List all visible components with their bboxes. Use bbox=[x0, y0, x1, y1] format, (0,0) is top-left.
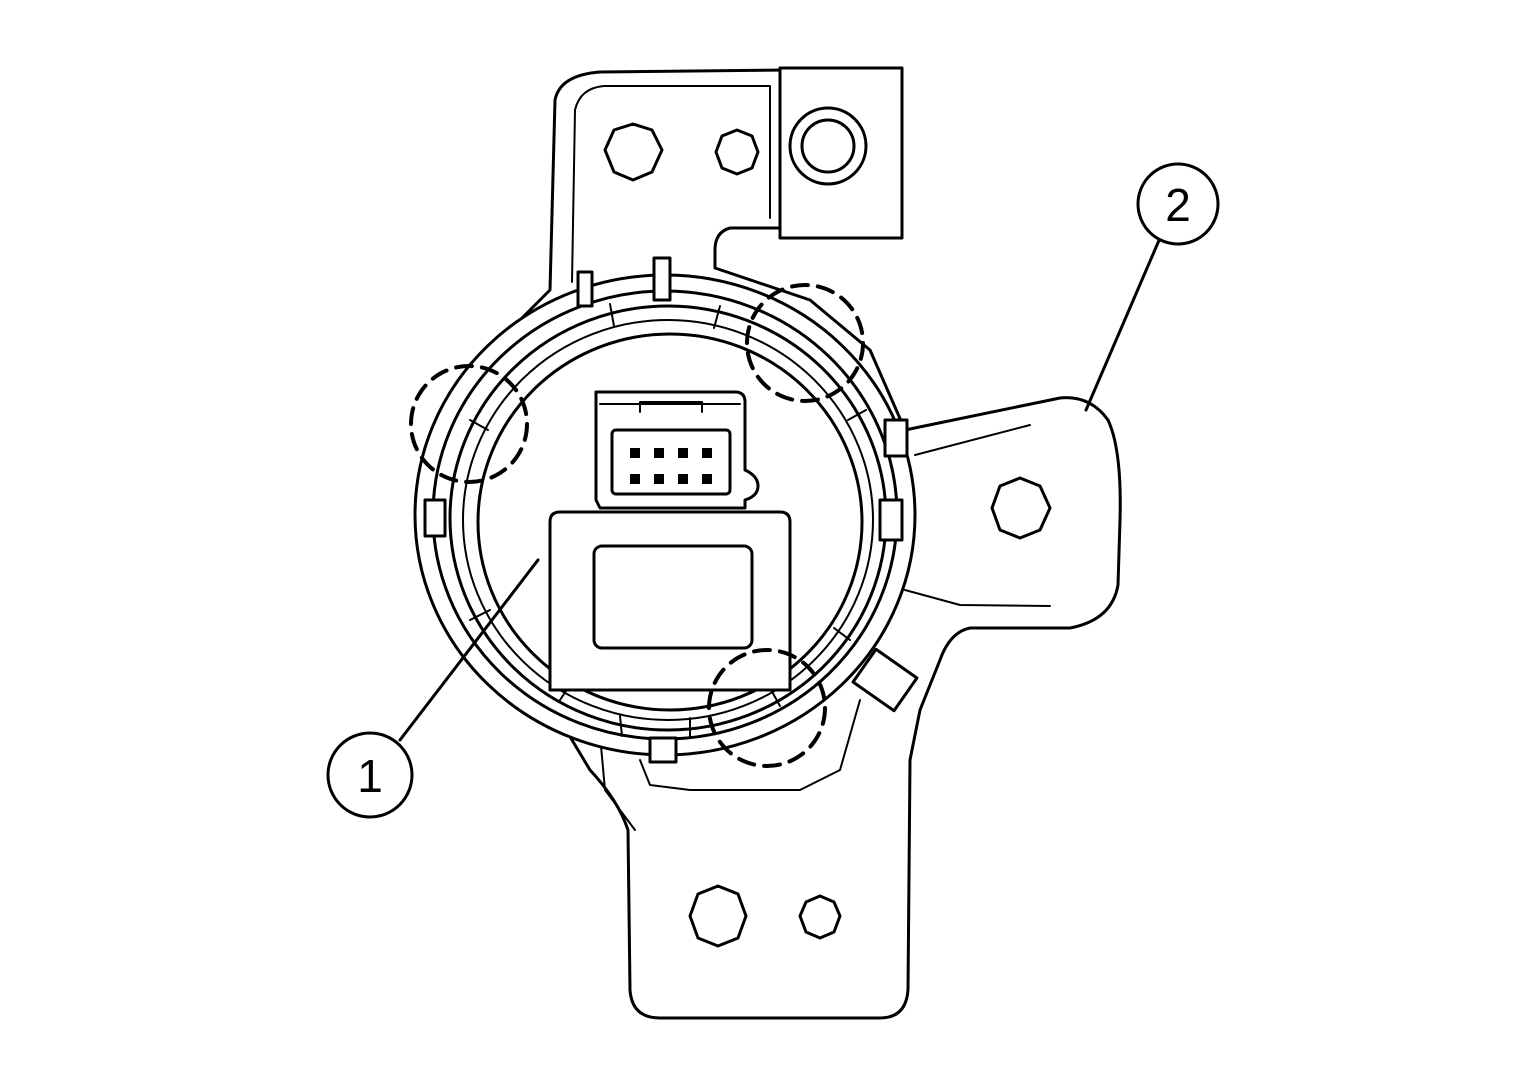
leader-1 bbox=[398, 558, 540, 742]
hole-right-ear bbox=[990, 476, 1052, 540]
leader-2 bbox=[1084, 236, 1162, 412]
callout-1-label: 1 bbox=[357, 750, 383, 802]
callout-leaders bbox=[398, 236, 1162, 742]
tab-circle-left bbox=[409, 364, 529, 484]
upper-boss-block bbox=[778, 66, 904, 240]
tab-circle-top-right bbox=[745, 283, 865, 403]
sensor-connector bbox=[594, 390, 760, 523]
retaining-tab-highlights bbox=[409, 283, 865, 768]
callout-2: 2 bbox=[1136, 162, 1220, 246]
hole-top-left bbox=[603, 122, 664, 182]
bolt-holes bbox=[603, 122, 1052, 948]
hole-top-mid bbox=[714, 128, 760, 176]
ring-tabs bbox=[423, 256, 919, 764]
sensor-body bbox=[548, 510, 792, 692]
tab-circle-bottom bbox=[707, 648, 827, 768]
callout-1: 1 bbox=[326, 731, 414, 819]
sensor-assembly bbox=[413, 256, 919, 764]
hole-bottom-left bbox=[688, 884, 748, 948]
hole-bottom-right bbox=[798, 894, 842, 940]
callout-2-label: 2 bbox=[1165, 179, 1191, 231]
